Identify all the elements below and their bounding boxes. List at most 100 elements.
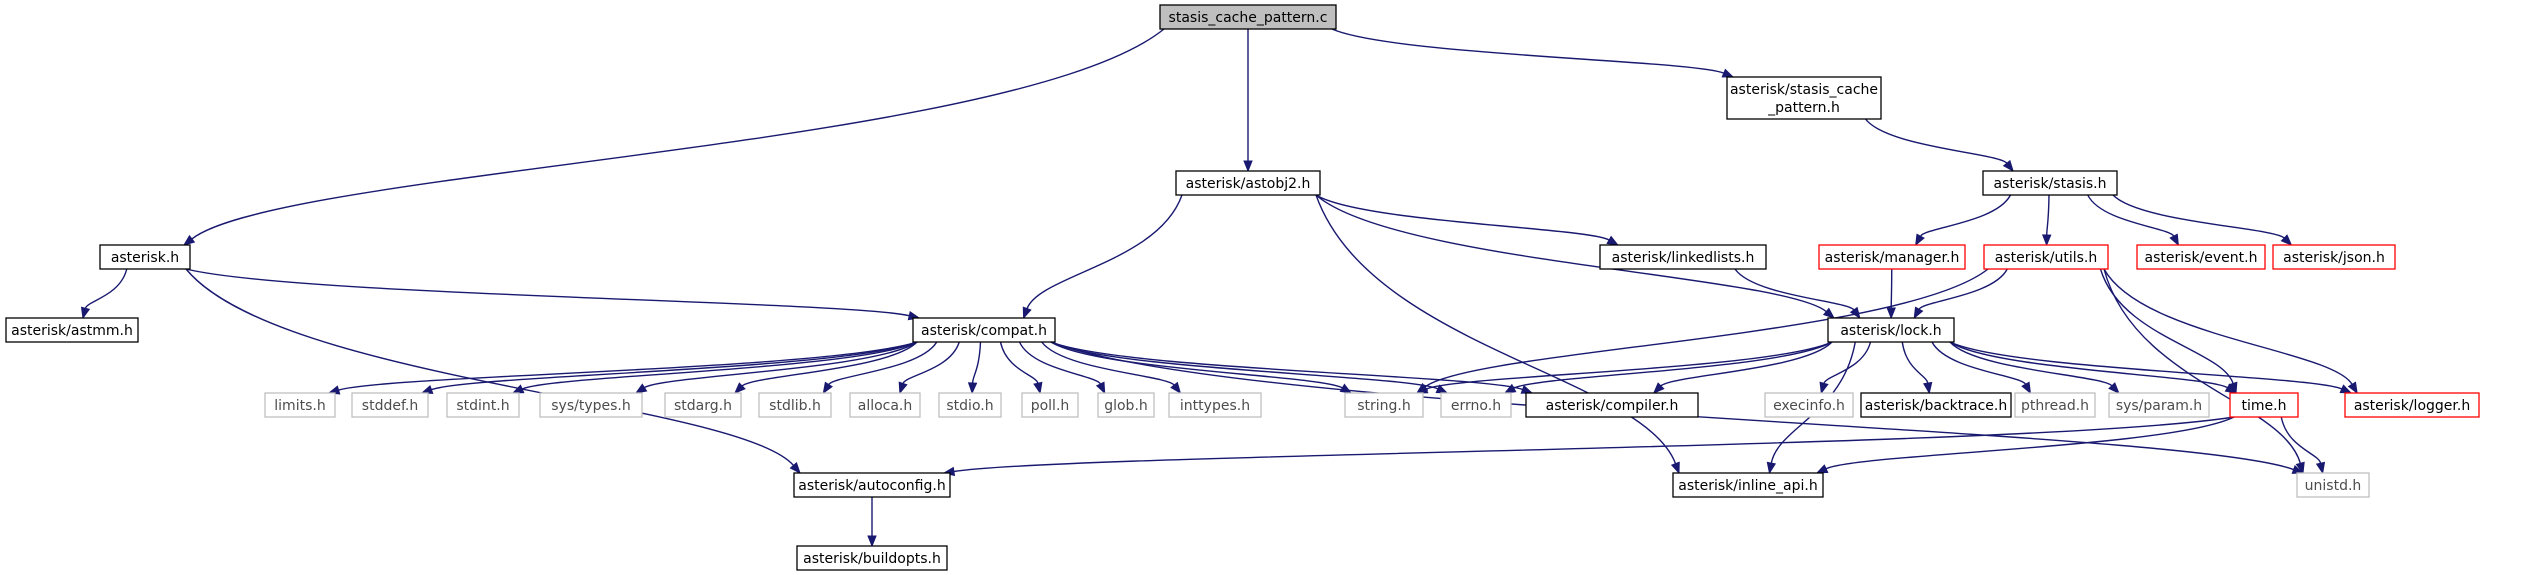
arrow-head-icon [734, 382, 746, 394]
node-compat[interactable]: asterisk/compat.h [912, 317, 1056, 343]
node-systypes[interactable]: sys/types.h [539, 392, 643, 418]
arrow-head-icon [1170, 381, 1182, 395]
node-label: asterisk/event.h [2145, 250, 2258, 266]
edge-line [1931, 341, 2027, 385]
edge-line [521, 341, 918, 390]
node-compiler[interactable]: asterisk/compiler.h [1525, 392, 1699, 418]
arrow-head-icon [967, 382, 978, 395]
arrow-head-icon [1819, 381, 1829, 395]
node-box [1599, 244, 1767, 270]
node-box [1672, 472, 1824, 498]
node-utils[interactable]: asterisk/utils.h [1983, 244, 2109, 270]
node-stddef[interactable]: stddef.h [351, 392, 429, 418]
edge-lock-to-string [1415, 341, 1833, 394]
edge-compat-to-systypes [634, 341, 918, 394]
node-astobj2[interactable]: asterisk/astobj2.h [1175, 170, 1321, 196]
arrow-head-icon [898, 381, 908, 395]
node-box [1175, 170, 1321, 196]
node-limits[interactable]: limits.h [264, 392, 336, 418]
edge-lock-to-backtrace [1901, 341, 1933, 395]
arrow-head-icon [1766, 461, 1777, 475]
edge-line [1823, 341, 1872, 384]
edge-line [1949, 341, 2343, 390]
node-astmm[interactable]: asterisk/astmm.h [5, 317, 139, 343]
arrow-head-icon [80, 306, 91, 320]
edge-compat-to-alloca [898, 341, 960, 395]
node-label: stddef.h [362, 398, 418, 414]
node-linkedlists[interactable]: asterisk/linkedlists.h [1599, 244, 1767, 270]
node-logger[interactable]: asterisk/logger.h [2344, 392, 2480, 418]
arrow-head-icon [789, 461, 801, 475]
edge-compat-to-string [1050, 341, 1353, 394]
node-time[interactable]: time.h [2229, 392, 2299, 418]
node-stdio[interactable]: stdio.h [938, 392, 1002, 418]
edge-lock-to-logger [1949, 341, 2353, 394]
edge-lock-to-compiler [1652, 341, 1833, 394]
node-stasis[interactable]: asterisk/stasis.h [1982, 170, 2118, 196]
node-backtrace[interactable]: asterisk/backtrace.h [1860, 392, 2012, 418]
node-json[interactable]: asterisk/json.h [2272, 244, 2396, 270]
node-stdarg[interactable]: stdarg.h [664, 392, 742, 418]
node-label: asterisk/stasis_cache [1730, 82, 1878, 98]
node-buildopts[interactable]: asterisk/buildopts.h [796, 545, 948, 571]
node-lock[interactable]: asterisk/lock.h [1827, 317, 1955, 343]
node-manager[interactable]: asterisk/manager.h [1818, 244, 1966, 270]
edge-compat-to-errno [1050, 341, 1449, 394]
edge-line [1734, 268, 1855, 311]
node-label: stdio.h [946, 398, 993, 414]
node-label: asterisk/logger.h [2354, 398, 2470, 414]
node-execinfo[interactable]: execinfo.h [1764, 392, 1854, 418]
edge-scp-to-stasis [1864, 118, 2014, 173]
node-errno[interactable]: errno.h [1440, 392, 1512, 418]
node-scp[interactable]: asterisk/stasis_cache_pattern.h [1726, 76, 1882, 120]
edge-lock-to-time [1949, 341, 2238, 394]
node-label: asterisk/compat.h [921, 323, 1047, 339]
node-poll[interactable]: poll.h [1021, 392, 1079, 418]
node-alloca[interactable]: alloca.h [849, 392, 921, 418]
node-inttypes[interactable]: inttypes.h [1168, 392, 1262, 418]
edge-compat-to-unistd [1050, 341, 2305, 474]
node-unistd[interactable]: unistd.h [2296, 472, 2370, 498]
edge-lock-to-execinfo [1819, 341, 1872, 395]
node-label: stdint.h [456, 398, 509, 414]
node-label: asterisk/backtrace.h [1865, 398, 2007, 414]
nodes-layer: stasis_cache_pattern.c asterisk/stasis_ca… [5, 4, 2480, 571]
node-box [1764, 392, 1854, 418]
node-label: pthread.h [2021, 398, 2089, 414]
edge-line [1919, 194, 2012, 237]
edge-line [953, 416, 2235, 473]
arrow-head-icon [420, 384, 434, 394]
arrow-head-icon [1652, 382, 1665, 394]
edge-line [2046, 194, 2050, 236]
node-label: asterisk/utils.h [1995, 250, 2098, 266]
edge-line [191, 28, 1165, 240]
node-label: inttypes.h [1180, 398, 1250, 414]
node-asterisk[interactable]: asterisk.h [99, 244, 191, 270]
node-inline-api[interactable]: asterisk/inline_api.h [1672, 472, 1824, 498]
edge-astobj2-to-compat [1022, 194, 1183, 320]
node-label: asterisk/stasis.h [1994, 176, 2107, 192]
node-box [446, 392, 520, 418]
edge-line [1331, 28, 1725, 74]
node-string[interactable]: string.h [1344, 392, 1424, 418]
node-sysparam[interactable]: sys/param.h [2108, 392, 2210, 418]
arrow-head-icon [182, 234, 196, 246]
node-box [2296, 472, 2370, 498]
edge-asterisk-to-compat [185, 268, 921, 321]
node-root[interactable]: stasis_cache_pattern.c [1159, 4, 1337, 30]
edge-line [1315, 194, 1677, 464]
edge-line [1050, 341, 1523, 391]
edge-lock-to-sysparam [1949, 341, 2120, 394]
node-box [351, 392, 429, 418]
edge-line [1424, 268, 1989, 388]
node-pthread[interactable]: pthread.h [2014, 392, 2096, 418]
node-box [2344, 392, 2480, 418]
node-stdint[interactable]: stdint.h [446, 392, 520, 418]
node-glob[interactable]: glob.h [1097, 392, 1155, 418]
edge-utils-to-time [2099, 268, 2238, 395]
node-autoconfig[interactable]: asterisk/autoconfig.h [793, 472, 951, 498]
node-stdlib[interactable]: stdlib.h [758, 392, 832, 418]
node-event[interactable]: asterisk/event.h [2136, 244, 2266, 270]
edge-line [999, 341, 1039, 384]
